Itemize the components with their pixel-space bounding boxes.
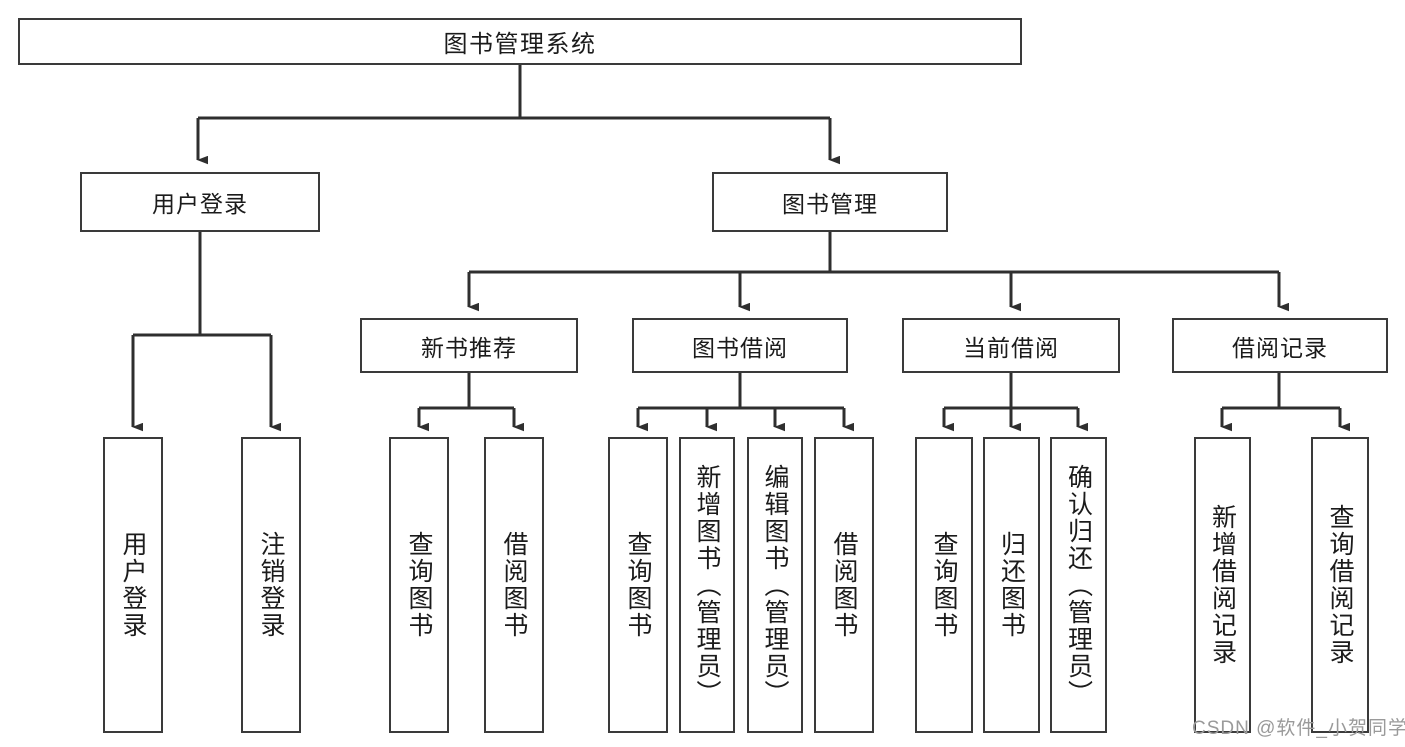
leaf-record-add[interactable]: 新增借阅记录 <box>1194 437 1251 733</box>
leaf-label: 借阅图书 <box>830 531 858 639</box>
node-root-label: 图书管理系统 <box>443 31 597 58</box>
node-book-borrow-label: 图书借阅 <box>692 334 788 361</box>
leaf-borrow-query-book[interactable]: 查询图书 <box>608 437 668 733</box>
watermark: CSDN @软件_小贺同学 <box>1192 718 1405 739</box>
node-new-book-recommend[interactable]: 新书推荐 <box>360 318 578 373</box>
node-book-management-label: 图书管理 <box>782 191 878 217</box>
leaf-current-return-book[interactable]: 归还图书 <box>983 437 1040 733</box>
leaf-label: 查询图书 <box>930 531 958 639</box>
leaf-user-login-login[interactable]: 用户登录 <box>103 437 163 733</box>
leaf-current-confirm-return[interactable]: 确认归还（管理员） <box>1050 437 1107 733</box>
leaf-borrow-edit-book[interactable]: 编辑图书（管理员） <box>747 437 803 733</box>
leaf-label: 确认归还（管理员） <box>1064 463 1093 707</box>
node-user-login[interactable]: 用户登录 <box>80 172 320 232</box>
node-borrow-record[interactable]: 借阅记录 <box>1172 318 1388 373</box>
leaf-label: 归还图书 <box>997 531 1026 639</box>
leaf-label: 注销登录 <box>257 531 285 639</box>
leaf-borrow-borrow-book[interactable]: 借阅图书 <box>814 437 874 733</box>
node-book-management[interactable]: 图书管理 <box>712 172 948 232</box>
node-new-book-recommend-label: 新书推荐 <box>421 334 517 361</box>
leaf-new-book-query[interactable]: 查询图书 <box>389 437 449 733</box>
leaf-label: 新增借阅记录 <box>1208 504 1237 666</box>
node-borrow-record-label: 借阅记录 <box>1232 334 1328 361</box>
leaf-current-query-book[interactable]: 查询图书 <box>915 437 973 733</box>
leaf-label: 编辑图书（管理员） <box>761 463 789 707</box>
node-user-login-label: 用户登录 <box>152 191 248 217</box>
leaf-label: 查询借阅记录 <box>1326 504 1354 666</box>
leaf-user-login-logout[interactable]: 注销登录 <box>241 437 301 733</box>
node-book-borrow[interactable]: 图书借阅 <box>632 318 848 373</box>
leaf-label: 借阅图书 <box>500 531 528 639</box>
leaf-label: 查询图书 <box>624 531 652 639</box>
node-root[interactable]: 图书管理系统 <box>18 18 1022 65</box>
leaf-borrow-add-book[interactable]: 新增图书（管理员） <box>679 437 735 733</box>
leaf-label: 新增图书（管理员） <box>693 463 721 707</box>
leaf-record-query[interactable]: 查询借阅记录 <box>1311 437 1369 733</box>
leaf-label: 用户登录 <box>119 531 147 639</box>
node-current-borrow-label: 当前借阅 <box>963 334 1059 361</box>
node-current-borrow[interactable]: 当前借阅 <box>902 318 1120 373</box>
leaf-label: 查询图书 <box>405 531 433 639</box>
leaf-new-book-borrow[interactable]: 借阅图书 <box>484 437 544 733</box>
